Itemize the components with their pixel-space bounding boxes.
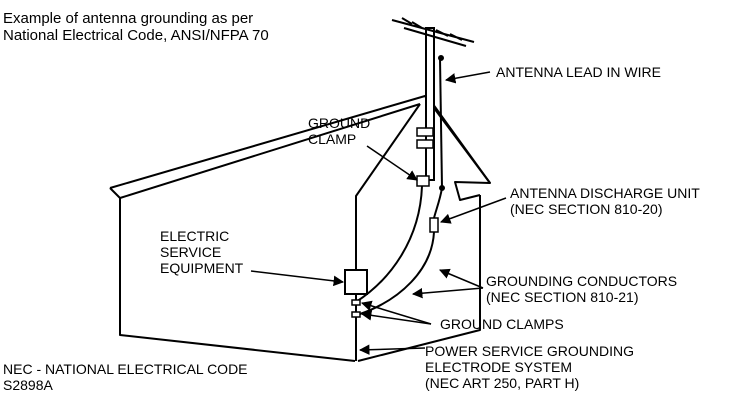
label-power-service: POWER SERVICE GROUNDING ELECTRODE SYSTEM… [425,343,634,391]
label-discharge-unit: ANTENNA DISCHARGE UNIT (NEC SECTION 810-… [510,185,700,217]
label-electric-service-line-2: SERVICE [160,244,222,260]
label-ground-clamps: GROUND CLAMPS [440,316,564,332]
footer: NEC - NATIONAL ELECTRICAL CODE S2898A [3,361,248,393]
label-electric-service-line-1: ELECTRIC [160,228,230,244]
label-grounding-conductors-line-2: (NEC SECTION 810-21) [486,289,639,305]
roof-outline [109,95,491,201]
house-left-wall [119,198,356,362]
caption-line-2: National Electrical Code, ANSI/NFPA 70 [3,27,269,44]
label-discharge-unit-line-2: (NEC SECTION 810-20) [510,201,663,217]
label-ground-clamp: GROUND CLAMP [308,115,370,147]
label-ground-clamp-line-1: GROUND [308,115,371,131]
label-power-service-line-3: (NEC ART 250, PART H) [425,375,580,391]
lead-in-wire [439,57,443,189]
antenna-mast [425,27,435,181]
discharge-unit-box [429,217,439,233]
label-power-service-line-1: POWER SERVICE GROUNDING [425,343,634,359]
footer-code: S2898A [3,377,53,393]
house-right-wall [357,195,481,362]
label-electric-service: ELECTRIC SERVICE EQUIPMENT [160,228,243,276]
label-power-service-line-2: ELECTRODE SYSTEM [425,359,573,375]
label-ground-clamp-line-2: CLAMP [308,131,357,147]
label-lead-in-wire: ANTENNA LEAD IN WIRE [496,64,661,80]
label-grounding-conductors-line-1: GROUNDING CONDUCTORS [486,273,678,289]
label-discharge-unit-line-1: ANTENNA DISCHARGE UNIT [510,185,700,201]
grounding-conductor-2 [359,231,435,315]
caption: Example of antenna grounding as per Nati… [3,10,269,44]
antenna-elements [391,17,475,47]
lead-wire-to-unit [433,187,443,219]
label-grounding-conductors: GROUNDING CONDUCTORS (NEC SECTION 810-21… [486,273,677,305]
electric-service-box [344,269,368,295]
label-electric-service-line-3: EQUIPMENT [160,260,244,276]
footer-nec: NEC - NATIONAL ELECTRICAL CODE [3,361,248,377]
caption-line-1: Example of antenna grounding as per [3,10,254,27]
antenna [391,17,475,191]
